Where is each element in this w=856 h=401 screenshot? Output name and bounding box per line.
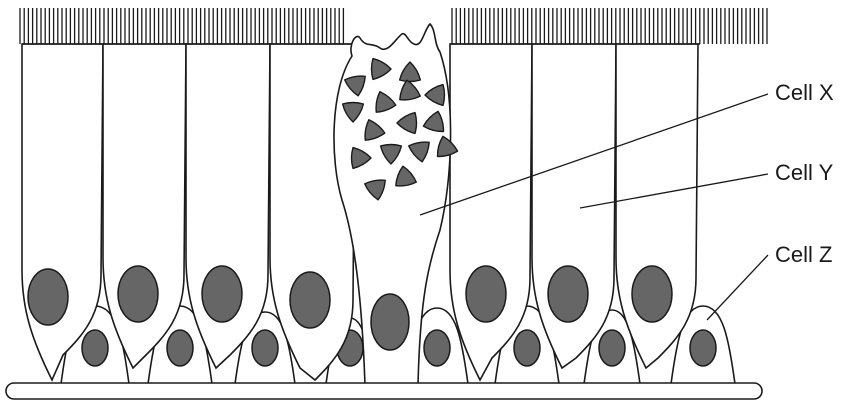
columnar-cell-nucleus xyxy=(290,272,330,328)
columnar-cell-nucleus xyxy=(118,266,158,322)
pointer-line-cell-z xyxy=(707,255,768,320)
basement-membrane xyxy=(6,383,762,399)
columnar-cell-nucleus xyxy=(28,269,68,325)
label-cell-z: Cell Z xyxy=(775,244,832,266)
goblet-cell-nucleus xyxy=(371,294,409,350)
columnar-cell-nucleus xyxy=(466,266,506,322)
columnar-cell-nucleus xyxy=(202,266,242,322)
basal-cell-nucleus xyxy=(514,330,540,366)
basal-cell-nucleus xyxy=(82,330,108,366)
label-cell-y: Cell Y xyxy=(775,162,833,184)
cilia-right xyxy=(452,8,767,44)
columnar-cell-nucleus xyxy=(548,266,588,322)
basal-cell-nucleus xyxy=(424,330,450,366)
basal-cell-nucleus xyxy=(252,330,278,366)
basal-cell-nucleus xyxy=(690,330,716,366)
columnar-cell-nucleus xyxy=(632,266,672,322)
cilia-left xyxy=(20,8,343,44)
basal-cell-nucleus xyxy=(167,330,193,366)
basal-cell-nucleus xyxy=(599,330,625,366)
label-cell-x: Cell X xyxy=(775,82,834,104)
